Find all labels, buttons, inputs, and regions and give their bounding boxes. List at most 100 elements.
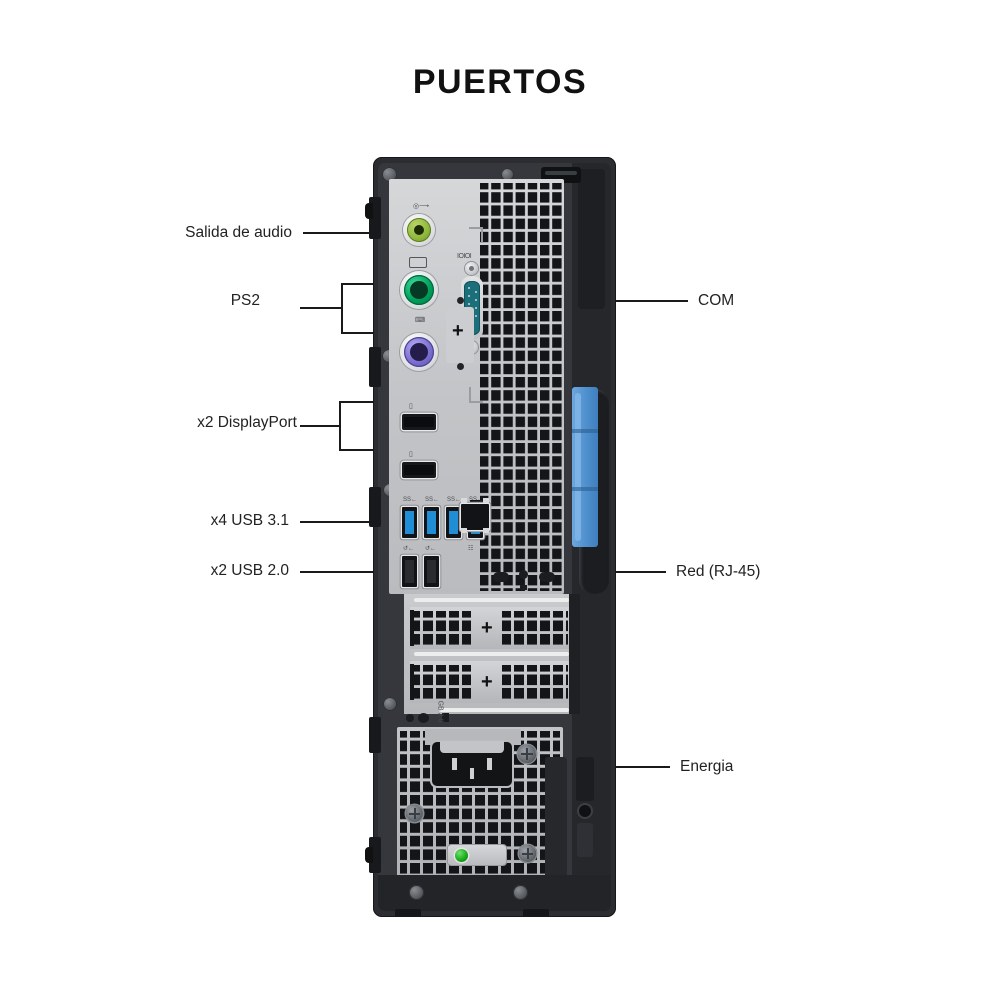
leader-line-ps2 [300,307,342,309]
ps2-mouse-hole [410,281,428,299]
usb31-port-2[interactable] [424,507,439,538]
power-inlet-keyway [440,741,504,753]
chassis-tab [369,347,381,387]
keyboard-icon: ⌨ [415,317,426,324]
latch-notch [572,429,598,433]
chassis-screw-pci-left [383,697,397,711]
power-inlet-port[interactable] [432,741,512,786]
top-vent-slot-inner [545,171,577,175]
chassis-foot-tab [365,847,373,863]
power-pin-neutral [487,758,492,770]
serial-screw-top [465,262,478,275]
page-title: PUERTOS [412,63,588,101]
chassis-tab [369,717,381,753]
pci-slot-rail-2 [414,652,569,656]
plate-mark [469,227,483,229]
callout-label-displayport: x2 DisplayPort [197,414,297,431]
rj45-keyway [470,500,480,507]
chassis-hole [442,713,449,722]
callout-label-network: Red (RJ-45) [676,563,761,580]
security-lock-hole [579,805,591,817]
leader-bracket-dp-bottom [339,449,389,451]
pci-plus-mark: + [481,617,493,639]
latch-highlight [575,393,581,541]
usb-icon: SS← [403,497,418,503]
chassis-marking: GB 2.0 [436,700,444,723]
chassis-foot-left [395,909,421,917]
leader-line-audio-out [303,232,389,234]
callout-label-usb20: x2 USB 2.0 [210,562,289,579]
usb20-port-1[interactable] [402,556,417,587]
displayport-1[interactable] [402,414,436,430]
audio-out-hole [414,225,424,235]
usb20-port-2[interactable] [424,556,439,587]
rj45-led-right [483,498,489,503]
psu-selftest-led[interactable] [455,849,468,862]
usb-icon: SS← [425,497,440,503]
chassis-tab [369,487,381,527]
leader-line-displayport [300,425,340,427]
psu-thumbscrew-bottom[interactable] [519,845,536,862]
plate-hole [457,297,464,304]
leader-line-power [594,766,670,768]
pci-retention-bar [569,594,580,714]
network-icon: ☷ [468,546,474,552]
callout-label-power: Energia [680,758,734,775]
chassis-hole [406,714,414,722]
pci-slot-cover-1[interactable]: + [410,607,572,649]
chassis-screw-top-mid [501,168,514,181]
power-pin-earth [470,768,474,779]
rj45-led-left [461,498,467,503]
rj45-body [461,504,489,530]
leader-bracket-ps2-top [341,283,389,285]
usb-icon: ↺← [403,546,415,552]
chassis-hole [520,585,527,590]
displayport-icon: ▯ [409,403,413,410]
power-pin-line [452,758,457,770]
plate-plus-mark: + [452,320,464,342]
psu-thumbscrew-top[interactable] [518,745,536,763]
chassis-screw-bottom-right [513,885,528,900]
rj45-tab-left [461,528,467,533]
computer-rear-panel: ◎⟶ ⌨ IOIOI [365,157,616,917]
chassis-side-recess [578,169,605,309]
rj45-tab-right [483,528,489,533]
usb31-port-3[interactable] [446,507,461,538]
leader-line-network [580,571,666,573]
chassis-rear-slot [576,757,594,801]
usb-icon: ↺← [425,546,437,552]
chassis-screw-bottom-left [409,885,424,900]
psu-thumbscrew-left[interactable] [406,805,423,822]
callout-label-com: COM [698,292,735,309]
chassis-rear-bracket [545,757,567,892]
plate-mark [469,401,483,403]
serial-icon: IOIOI [457,253,472,260]
rj45-network-port[interactable] [461,498,495,533]
plate-mark [481,227,483,243]
leader-bracket-ps2-bottom [341,332,389,334]
chassis-foot-right [523,909,549,917]
chassis-hole [519,570,528,579]
leader-bracket-ps2-spine [341,283,343,334]
chassis-screw-top-left [382,167,397,182]
chassis-rear-tab [577,823,593,857]
pci-slot-rail-3 [439,708,569,712]
usb31-port-1[interactable] [402,507,417,538]
chassis-keyhole [539,572,555,582]
displayport-2[interactable] [402,462,436,478]
audio-out-icon: ◎⟶ [413,203,430,210]
leader-line-usb20 [300,571,389,573]
chassis-tab [369,837,381,873]
chassis-foot-tab [365,203,373,219]
chassis-keyhole [493,572,509,582]
displayport-icon: ▯ [409,451,413,458]
ps2-keyboard-hole [410,343,428,361]
latch-notch [572,487,598,491]
pci-plus-mark: + [481,671,493,693]
leader-bracket-dp-top [339,401,389,403]
leader-line-usb31 [300,521,389,523]
pci-slot-rail-1 [414,598,569,602]
pci-slot-cover-2[interactable]: + [410,661,572,703]
callout-label-usb31: x4 USB 3.1 [210,512,289,529]
